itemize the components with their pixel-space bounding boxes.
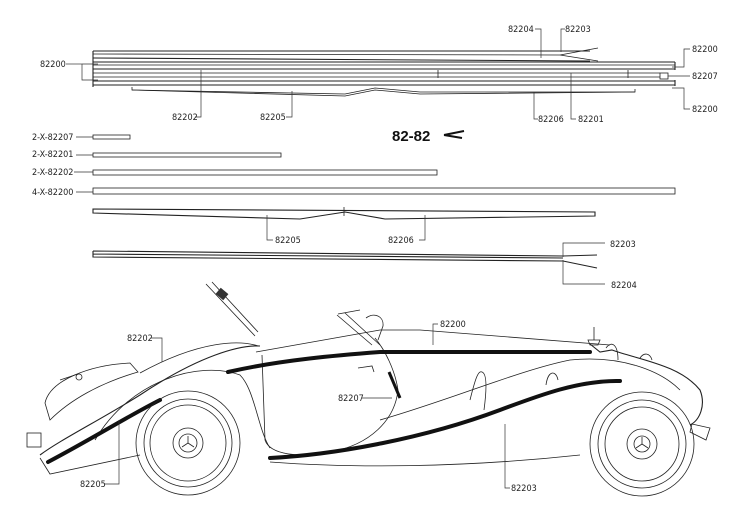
strip-assembly [92, 47, 676, 97]
callout-82206-strip: 82206 [388, 236, 414, 246]
callout-82204-strip: 82204 [611, 281, 637, 291]
callout-82205-strip: 82205 [275, 236, 301, 246]
callout-82200-left: 82200 [40, 60, 66, 70]
strip-82205-82206: 82205 82206 [92, 207, 596, 246]
callout-82203-strip: 82203 [610, 240, 636, 250]
parts-list-item: 2-X-82201 [32, 150, 282, 160]
car-illustration [26, 281, 711, 497]
callout-82203: 82203 [565, 25, 591, 35]
diagram-title: 82-82 [392, 128, 430, 145]
callout-82206: 82206 [538, 115, 564, 125]
svg-text:2-X-82201: 2-X-82201 [32, 150, 73, 160]
callout-82204: 82204 [508, 25, 534, 35]
svg-text:2-X-82207: 2-X-82207 [32, 133, 73, 143]
callout-82201: 82201 [578, 115, 604, 125]
svg-text:2-X-82202: 2-X-82202 [32, 168, 73, 178]
callout-car-82205: 82205 [80, 480, 106, 490]
parts-list: 2-X-82207 2-X-82201 2-X-82202 4-X-82200 [32, 133, 676, 198]
callout-car-82200: 82200 [440, 320, 466, 330]
callout-82200-right-bottom: 82200 [692, 105, 718, 115]
parts-list-item: 4-X-82200 [32, 187, 676, 198]
svg-text:4-X-82200: 4-X-82200 [32, 188, 73, 198]
callout-82200-right-top: 82200 [692, 45, 718, 55]
arrow-icon [443, 130, 465, 139]
callout-82202: 82202 [172, 113, 198, 123]
strip-82203-82204: 82203 82204 [92, 240, 637, 291]
parts-list-item: 2-X-82207 [32, 133, 131, 143]
callout-82207: 82207 [692, 72, 718, 82]
callout-car-82202: 82202 [127, 334, 153, 344]
callout-car-82203: 82203 [511, 484, 537, 494]
parts-list-item: 2-X-82202 [32, 168, 438, 178]
callout-car-82207: 82207 [338, 394, 364, 404]
callout-82205: 82205 [260, 113, 286, 123]
